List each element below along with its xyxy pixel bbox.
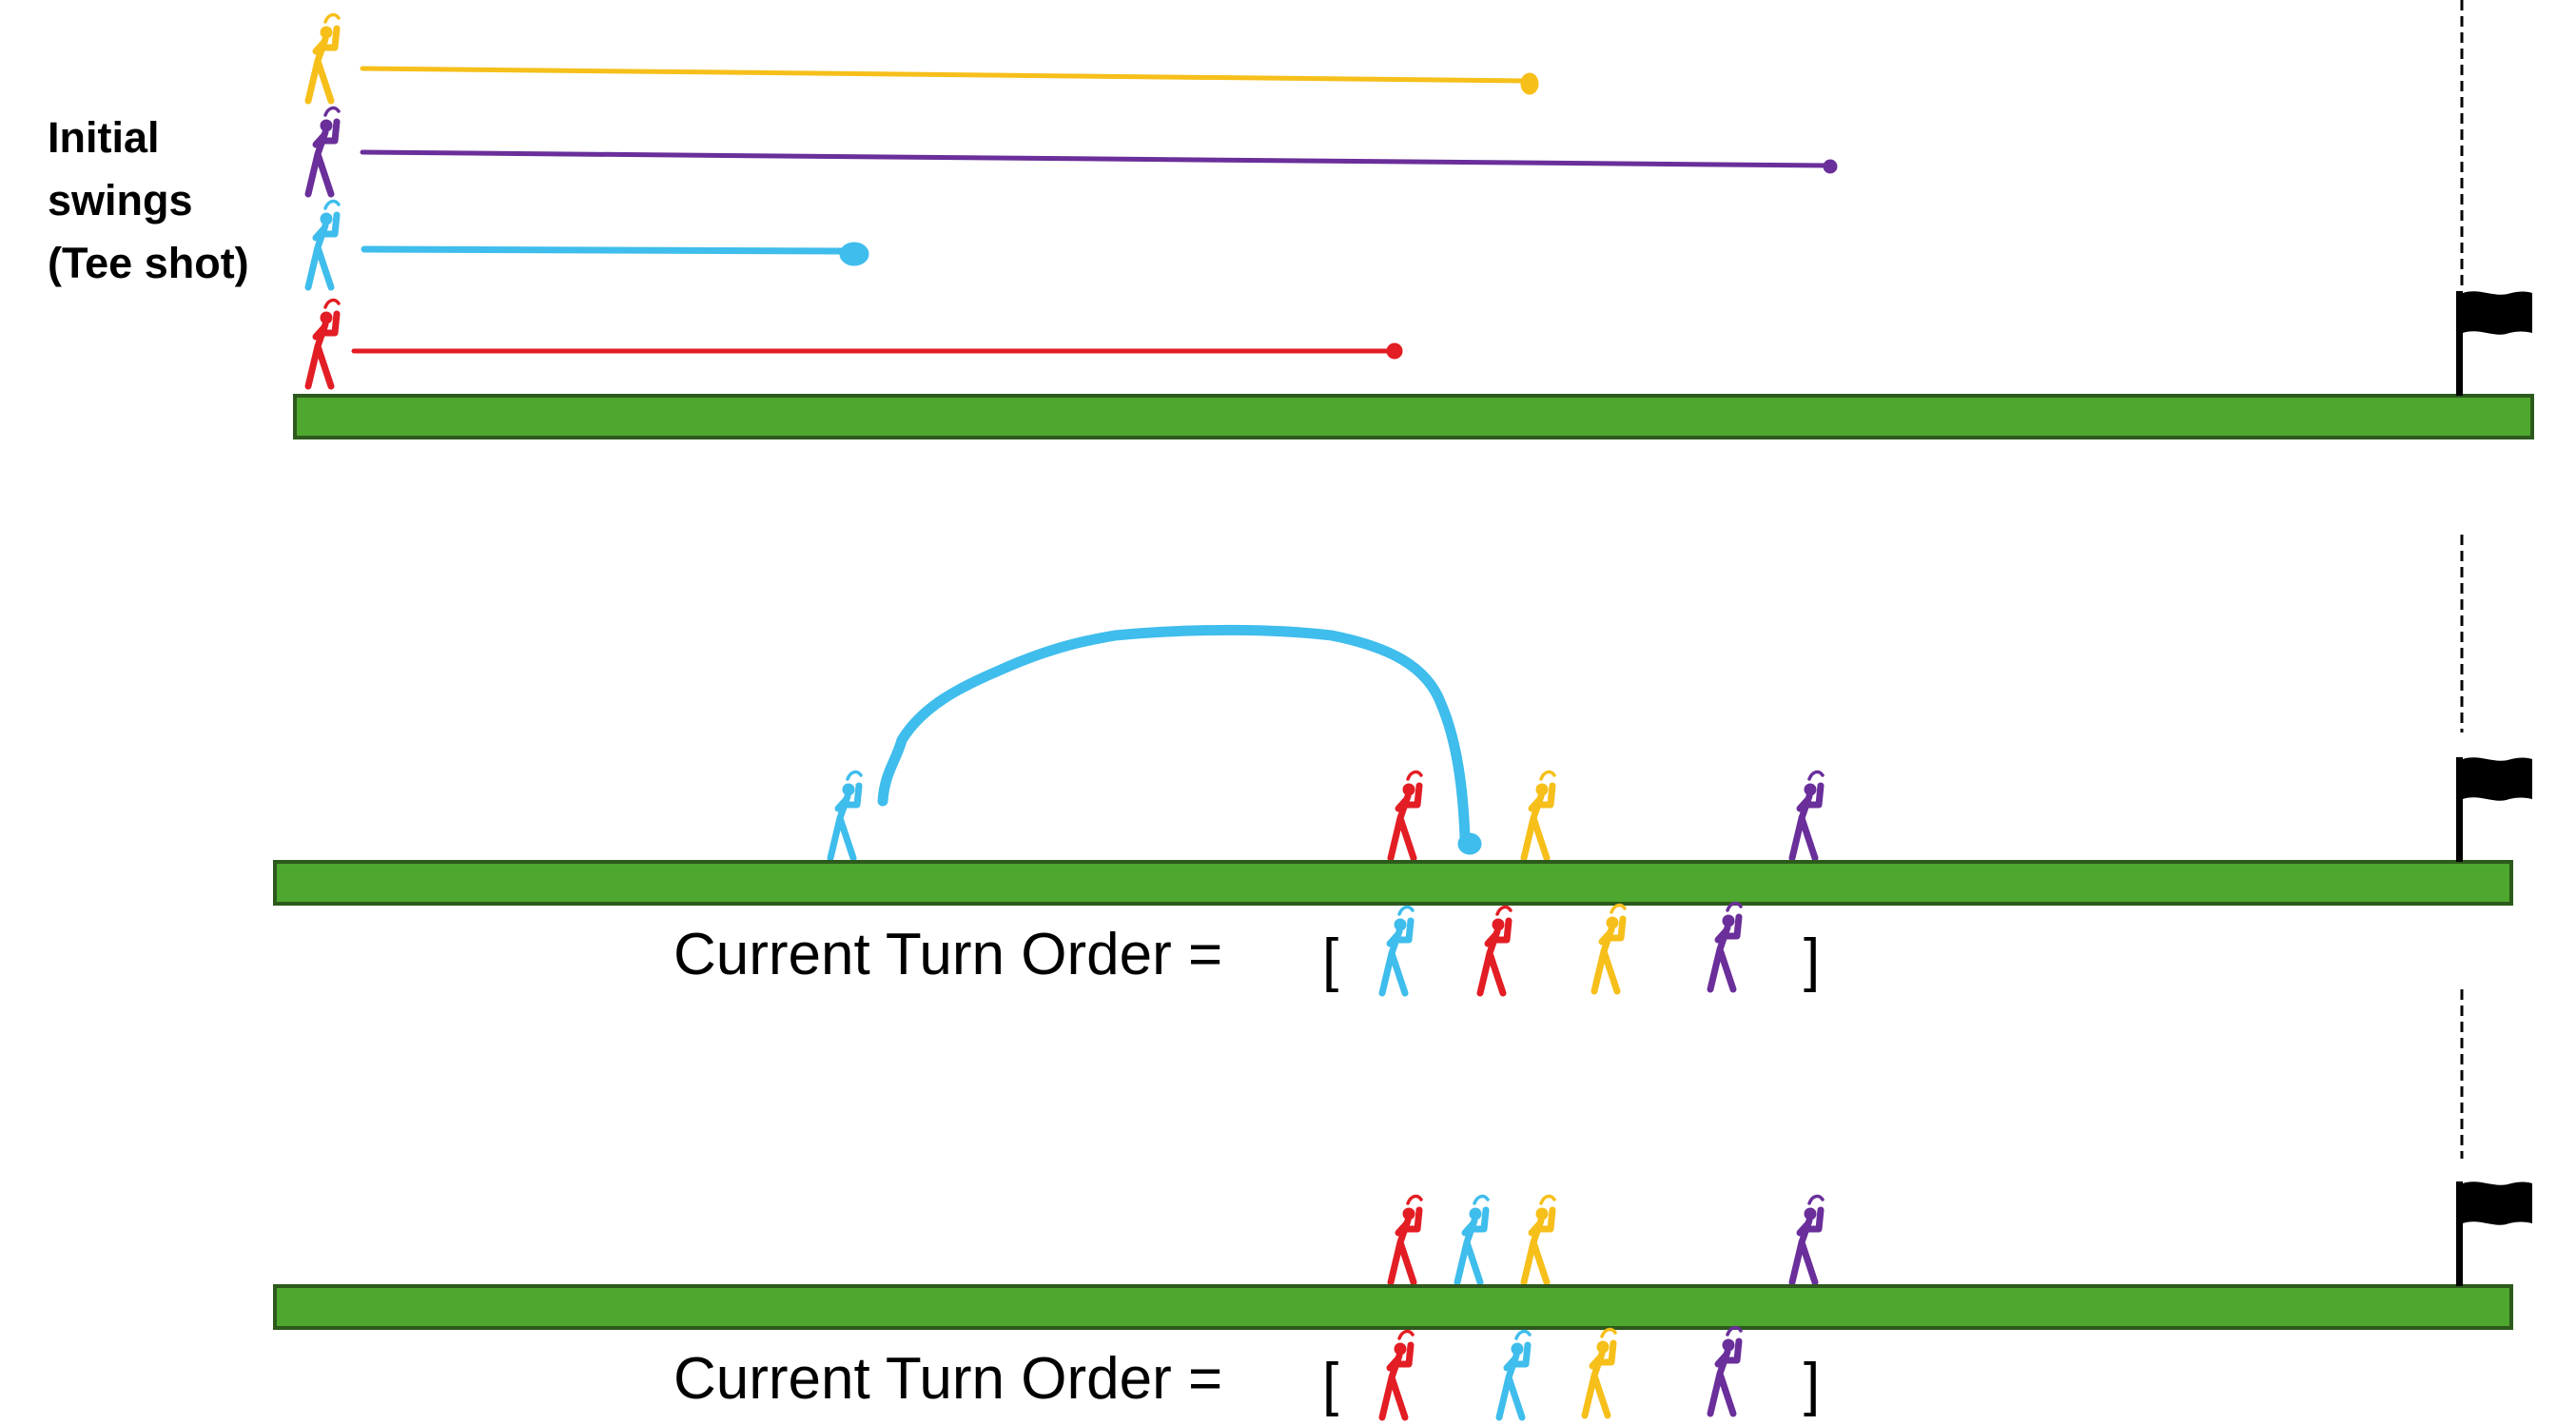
tee-shot-blue: [361, 245, 849, 255]
turn-order-icon-3-4: [1710, 1328, 1741, 1414]
ball-blue: [839, 242, 869, 266]
ball-purple: [1823, 159, 1838, 174]
turn-order-icon-2-1: [1382, 908, 1413, 993]
turn-order-icon-2-2: [1480, 908, 1511, 993]
golfer-icon-red-course: [1391, 772, 1421, 858]
open-bracket-2: [: [1322, 927, 1338, 993]
turn-order-label-3: Current Turn Order =: [673, 1346, 1222, 1412]
fairway-1: [293, 394, 2534, 439]
golfer-icon-blue: [308, 202, 339, 287]
caption-line-2: swings: [48, 176, 193, 224]
golfer-icon-yellow-course-3: [1524, 1197, 1554, 1282]
flag-icon-2: [2456, 757, 2532, 862]
golfer-icon-purple-course-3: [1792, 1197, 1823, 1282]
fairway-2: [273, 860, 2513, 906]
tee-shot-yellow: [360, 66, 1531, 84]
ball-blue-landed: [1457, 832, 1482, 855]
close-bracket-3: ]: [1804, 1352, 1820, 1417]
shot-arc-blue: [877, 624, 1471, 843]
turn-order-icon-3-1: [1382, 1332, 1413, 1417]
panel-initial-swings: Initial swings (Tee shot): [48, 0, 2534, 439]
caption-line-3: (Tee shot): [48, 239, 249, 287]
turn-order-icon-2-3: [1594, 906, 1625, 991]
golfer-icon-blue-course-3: [1457, 1197, 1488, 1282]
panel-updated-order: Current Turn Order = [ ]: [273, 989, 2532, 1417]
turn-order-icon-2-4: [1710, 904, 1741, 989]
close-bracket-2: ]: [1804, 927, 1820, 993]
golfer-icon-red: [308, 301, 339, 386]
turn-order-label-2: Current Turn Order =: [673, 922, 1222, 987]
tee-shot-purple: [360, 149, 1831, 168]
golfer-icon-red-course-3: [1391, 1197, 1421, 1282]
golfer-icon-yellow: [308, 15, 339, 101]
caption-initial-swings: Initial swings (Tee shot): [48, 113, 249, 287]
flag-icon-3: [2456, 1181, 2532, 1286]
golfer-icon-purple-course: [1792, 772, 1823, 858]
open-bracket-3: [: [1322, 1352, 1338, 1417]
golfer-icon-blue-course: [830, 772, 861, 858]
flag-icon-1: [2456, 291, 2532, 396]
golfer-icon-purple: [308, 108, 339, 194]
ball-yellow: [1520, 72, 1539, 95]
fairway-3: [273, 1284, 2513, 1330]
turn-order-icon-3-2: [1499, 1332, 1530, 1417]
ball-red: [1386, 342, 1403, 360]
golfer-icon-yellow-course: [1524, 772, 1554, 858]
panel-after-blue-shot: Current Turn Order = [ ]: [273, 535, 2532, 993]
turn-order-icon-3-3: [1585, 1330, 1615, 1415]
caption-line-1: Initial: [48, 113, 160, 162]
